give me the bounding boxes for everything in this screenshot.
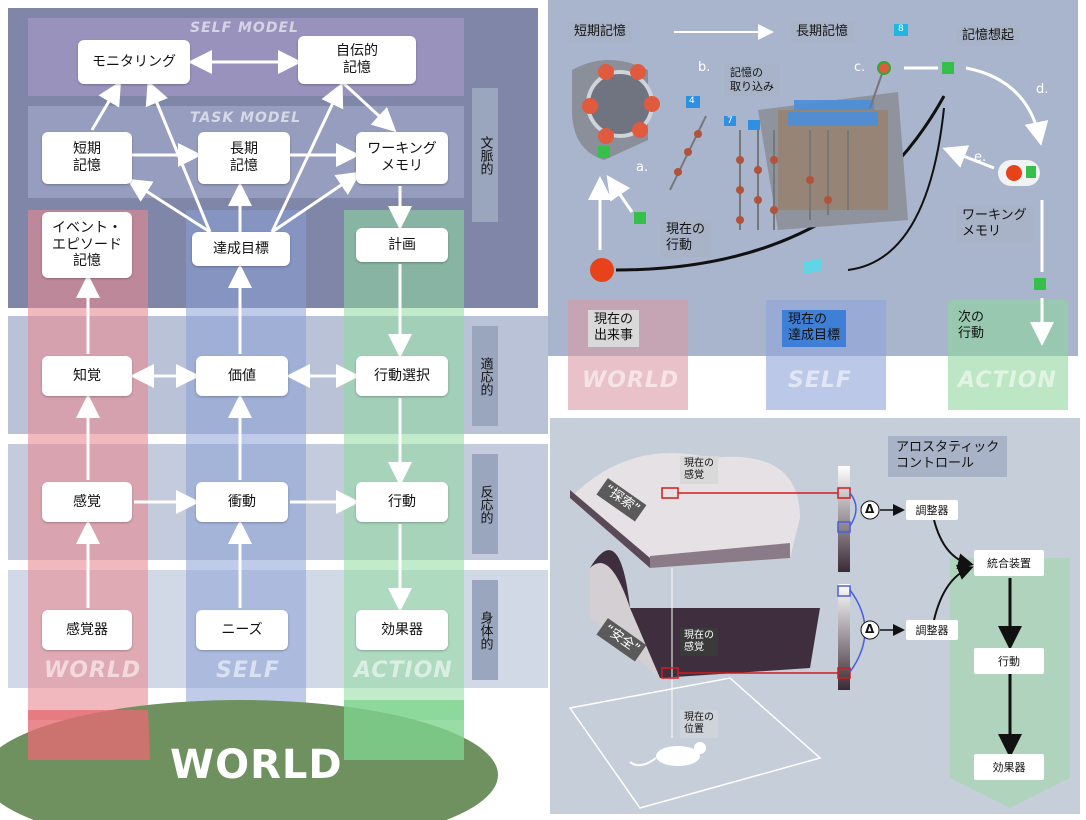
step-c-label: c. <box>854 60 866 75</box>
recall-label: 記憶想起 <box>956 26 1021 47</box>
node-value: 価値 <box>196 356 288 396</box>
current-sense-explore: 現在の 感覚 <box>680 456 718 484</box>
left-panel: SELF MODEL TASK MODEL <box>0 8 548 820</box>
node-action: 行動 <box>356 482 448 522</box>
current-action-label: 現在の 行動 <box>660 220 712 257</box>
node-needs: ニーズ <box>196 610 288 650</box>
stm-label: 短期記憶 <box>568 22 633 43</box>
node-episodic-memory: イベント・ エピソード 記憶 <box>42 212 132 278</box>
self-model-title: SELF MODEL <box>190 20 299 36</box>
task-model-title: TASK MODEL <box>190 110 302 126</box>
working-memory-label: ワーキング メモリ <box>956 206 1033 243</box>
node-autobiographical-memory: 自伝的 記憶 <box>298 36 416 84</box>
level-reactive: 反応的 <box>472 454 498 554</box>
delta-symbol-1: Δ <box>865 502 875 516</box>
step-a-label: a. <box>636 160 649 175</box>
left-arrows <box>76 50 412 612</box>
current-event-label: 現在の 出来事 <box>588 310 640 347</box>
current-goal-label: 現在の 達成目標 <box>782 310 847 347</box>
flag-number-8: 8 <box>898 24 904 34</box>
delta-symbol-2: Δ <box>865 622 875 636</box>
level-somatic: 身体的 <box>472 580 498 680</box>
regulator-1: 調整器 <box>906 500 958 520</box>
node-sensation: 感覚 <box>42 482 132 522</box>
node-plan: 計画 <box>356 228 448 262</box>
node-monitoring: モニタリング <box>78 40 190 84</box>
regulator-2: 調整器 <box>906 620 958 640</box>
allostatic-bg <box>550 418 1080 814</box>
allostatic-panel: アロスタティック コントロール “探索” “安全” 現在の 感覚 現在の 感覚 … <box>550 418 1080 814</box>
column-action-label: ACTION <box>354 658 453 683</box>
next-action-label: 次の 行動 <box>958 310 985 342</box>
step-e-label: e. <box>974 150 987 165</box>
memory-intake-label: 記憶の 取り込み <box>724 64 780 96</box>
current-position-label: 現在の 位置 <box>680 710 718 738</box>
flag-number-4: 4 <box>689 96 695 106</box>
flag-number-7: 7 <box>727 116 733 126</box>
node-working-memory: ワーキング メモリ <box>356 132 448 184</box>
memory-panel-bg <box>548 0 1078 410</box>
tr-self-label: SELF <box>788 368 852 393</box>
integrator-box: 統合装置 <box>974 550 1044 576</box>
tr-action-label: ACTION <box>958 368 1057 393</box>
effector-box: 効果器 <box>974 754 1044 780</box>
node-action-selection: 行動選択 <box>356 356 448 396</box>
allostatic-title: アロスタティック コントロール <box>888 436 1008 477</box>
column-world-label: WORLD <box>44 658 142 683</box>
node-short-term-memory: 短期 記憶 <box>42 132 132 184</box>
node-long-term-memory: 長期 記憶 <box>198 132 290 184</box>
node-goal: 達成目標 <box>192 232 290 266</box>
action-box: 行動 <box>974 648 1044 674</box>
node-sensor: 感覚器 <box>42 610 132 650</box>
current-sense-safety: 現在の 感覚 <box>680 628 718 656</box>
memory-panel: 短期記憶 長期記憶 記憶想起 記憶の 取り込み 現在の 行動 ワーキング メモリ… <box>548 0 1086 410</box>
step-d-label: d. <box>1036 82 1049 97</box>
column-self-label: SELF <box>216 658 280 683</box>
node-perception: 知覚 <box>42 356 132 396</box>
level-adaptive: 適応的 <box>472 326 498 426</box>
level-contextual: 文脈的 <box>472 88 498 222</box>
tr-world-label: WORLD <box>582 368 680 393</box>
step-b-label: b. <box>698 60 711 75</box>
ltm-label: 長期記憶 <box>790 22 855 43</box>
world-big-label: WORLD <box>170 742 343 788</box>
node-effector: 効果器 <box>356 610 448 650</box>
node-drive: 衝動 <box>196 482 288 522</box>
